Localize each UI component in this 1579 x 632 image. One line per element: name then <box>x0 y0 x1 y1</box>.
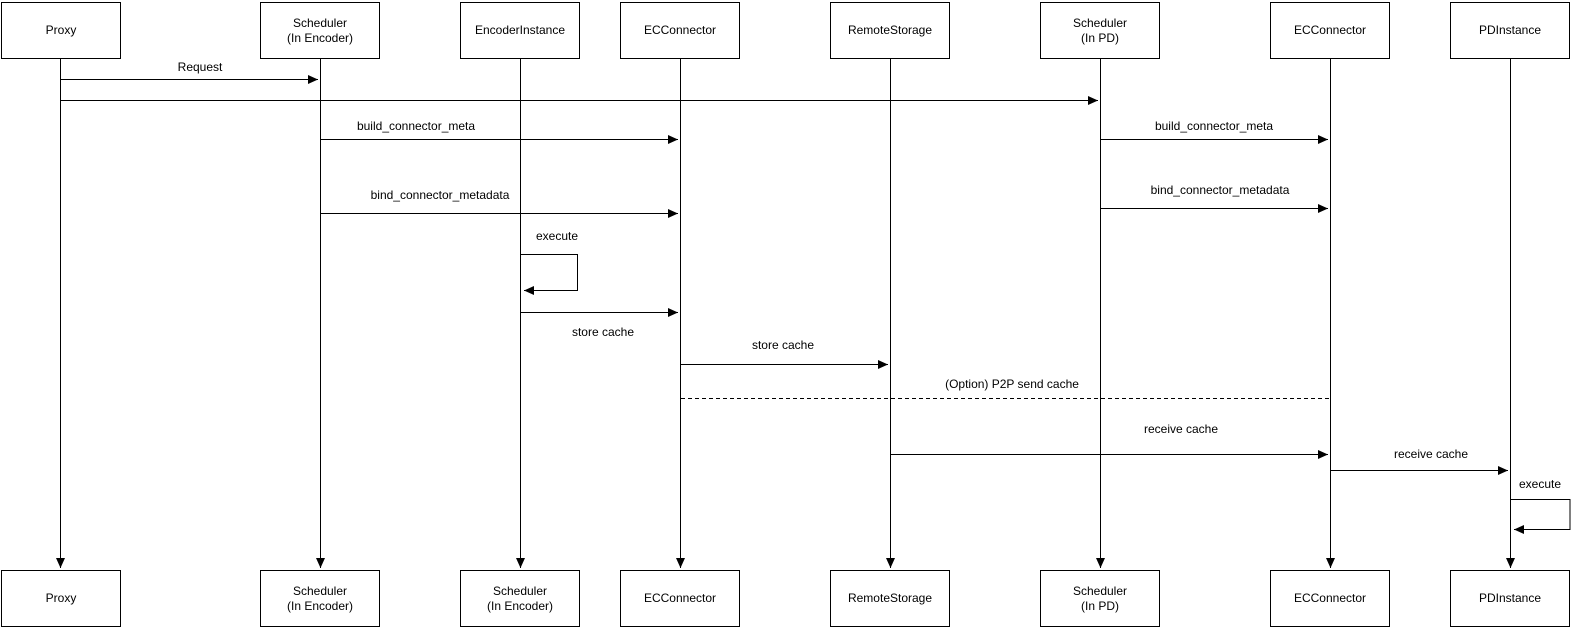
participant-top-pdinstance: PDInstance <box>1450 2 1570 59</box>
message-label-receive-cache-pd: receive cache <box>1391 447 1471 461</box>
message-label-request: Request <box>175 60 225 74</box>
participant-label: ECConnector <box>643 591 717 605</box>
arrow-execute-encoder-selfloop <box>521 254 578 295</box>
participant-top-scheduler-encoder: Scheduler (In Encoder) <box>260 2 380 59</box>
participant-label: RemoteStorage <box>847 23 933 37</box>
participant-bottom-scheduler-encoder: Scheduler (In Encoder) <box>260 570 380 627</box>
participant-label: Scheduler (In PD) <box>1072 15 1128 45</box>
participant-top-remote-storage: RemoteStorage <box>830 2 950 59</box>
participant-label: Proxy <box>45 591 77 605</box>
participant-top-ecconnector-left: ECConnector <box>620 2 740 59</box>
participant-label: PDInstance <box>1478 591 1542 605</box>
message-label-bind-connector-metadata-right: bind_connector_metadata <box>1148 183 1292 197</box>
participant-bottom-scheduler-pd: Scheduler (In PD) <box>1040 570 1160 627</box>
message-label-build-connector-meta-right: build_connector_meta <box>1152 119 1276 133</box>
participant-top-scheduler-pd: Scheduler (In PD) <box>1040 2 1160 59</box>
message-label-receive-cache-remote: receive cache <box>1141 422 1221 436</box>
arrow-execute-pd-selfloop <box>1511 499 1571 534</box>
participant-label: Scheduler (In Encoder) <box>486 583 554 613</box>
participant-top-ecconnector-right: ECConnector <box>1270 2 1390 59</box>
participant-bottom-scheduler-encoder2: Scheduler (In Encoder) <box>460 570 580 627</box>
participant-label: ECConnector <box>1293 591 1367 605</box>
message-label-execute-encoder: execute <box>533 229 581 243</box>
participant-label: EncoderInstance <box>474 23 566 37</box>
message-label-bind-connector-metadata-left: bind_connector_metadata <box>368 188 512 202</box>
message-label-build-connector-meta-left: build_connector_meta <box>354 119 478 133</box>
participant-label: PDInstance <box>1478 23 1542 37</box>
message-label-store-cache-encoder: store cache <box>569 325 637 339</box>
participant-bottom-proxy: Proxy <box>1 570 121 627</box>
participant-bottom-ecconnector-left: ECConnector <box>620 570 740 627</box>
participant-top-proxy: Proxy <box>1 2 121 59</box>
message-label-execute-pd: execute <box>1516 477 1564 491</box>
participant-top-encoder-instance: EncoderInstance <box>460 2 580 59</box>
participant-label: ECConnector <box>643 23 717 37</box>
message-label-store-cache-remote: store cache <box>749 338 817 352</box>
participant-label: Scheduler (In Encoder) <box>286 15 354 45</box>
message-label-p2p-send-cache: (Option) P2P send cache <box>943 377 1081 391</box>
participant-bottom-ecconnector-right: ECConnector <box>1270 570 1390 627</box>
participant-label: Scheduler (In PD) <box>1072 583 1128 613</box>
participant-label: Proxy <box>45 23 77 37</box>
participant-bottom-pdinstance: PDInstance <box>1450 570 1570 627</box>
participant-bottom-remote-storage: RemoteStorage <box>830 570 950 627</box>
participant-label: Scheduler (In Encoder) <box>286 583 354 613</box>
participant-label: RemoteStorage <box>847 591 933 605</box>
participant-label: ECConnector <box>1293 23 1367 37</box>
